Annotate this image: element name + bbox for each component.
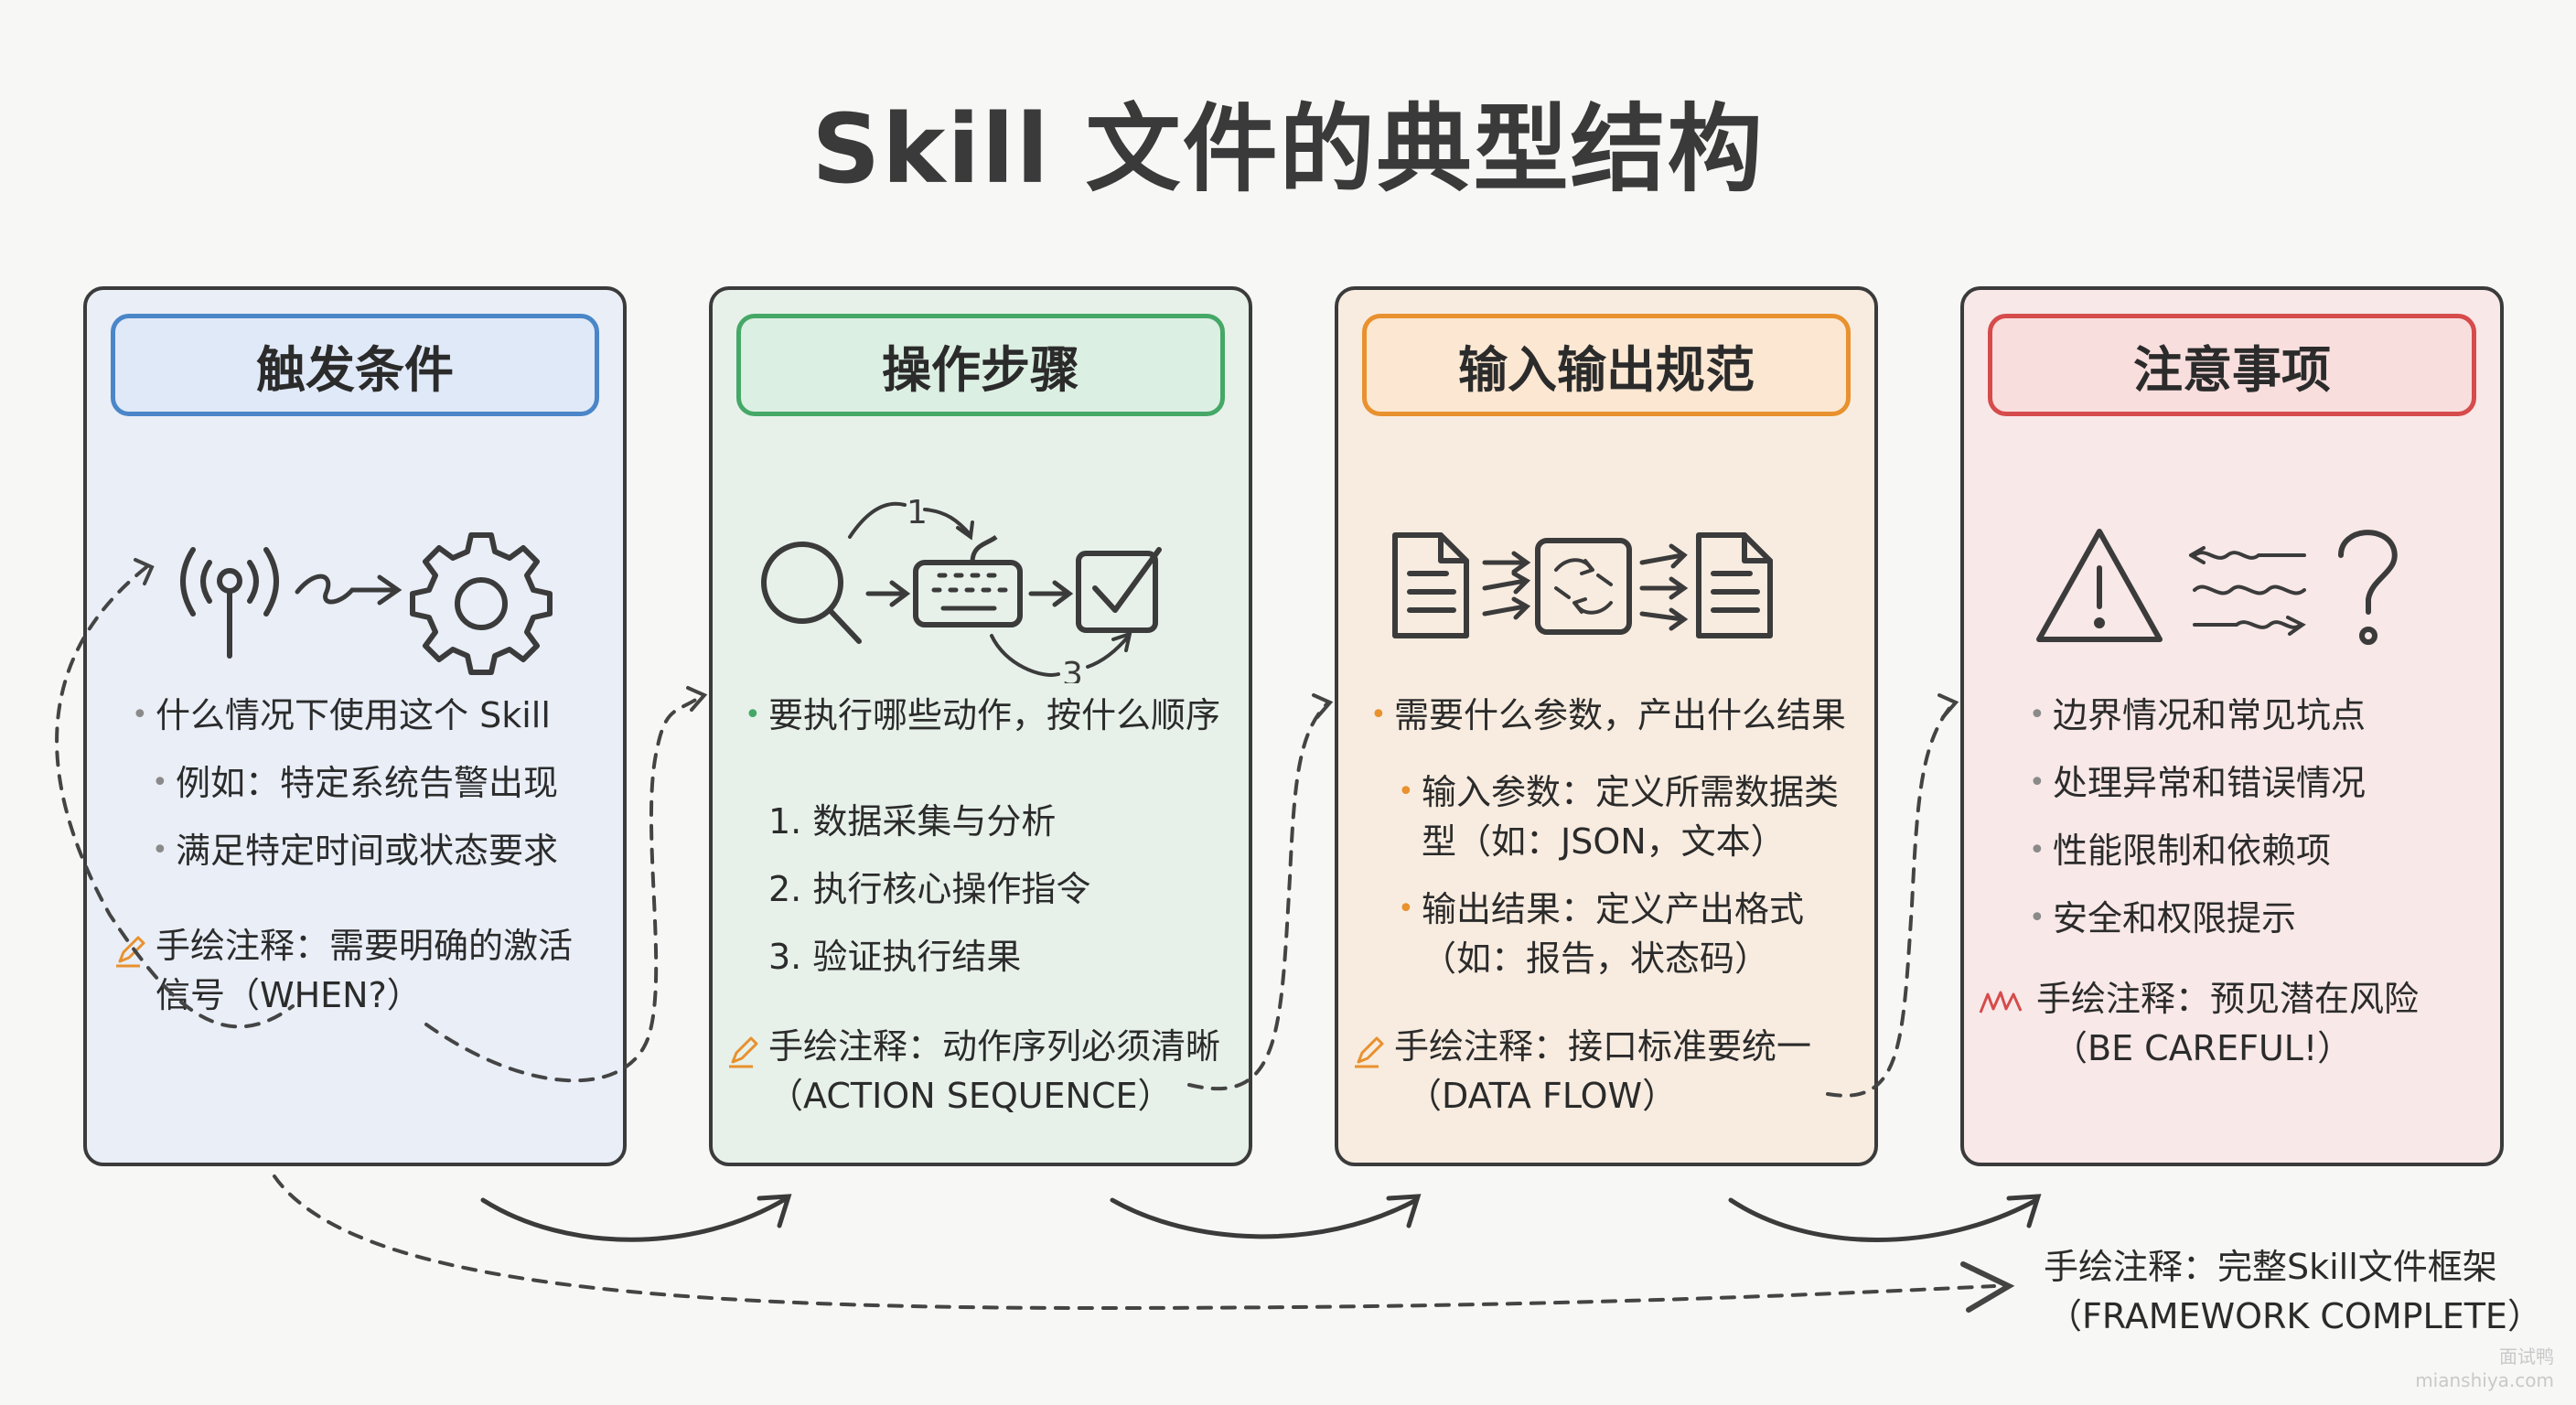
bullet-item: 处理异常和错误情况 [2029,762,2366,804]
checkbox-icon [1076,547,1162,633]
note-text: 信号（WHEN?） [156,975,422,1015]
step-label: 3 [1062,656,1083,683]
signal-icon [180,547,279,659]
flow-arrow [1110,1197,1419,1239]
dashed-connector [273,1174,1996,1311]
pencil-icon [1355,1036,1384,1068]
card-icons [87,455,630,683]
curly-arrow-icon [295,574,402,606]
bullet-item: 性能限制和依赖项 [2029,830,2331,872]
bullet-continuation: 型（如：JSON，文本） [1422,821,1786,862]
warning-icon [2036,529,2163,642]
document-icon [1392,532,1469,638]
card-cautions: 注意事项 边界情 [1960,286,2504,1166]
bullet-item: 安全和权限提示 [2029,897,2296,939]
bullet-item: 边界情况和常见坑点 [2029,694,2366,736]
card-heading: 操作步骤 [736,314,1225,416]
card-io-spec: 输入输出规范 [1335,286,1878,1166]
flow-arrow [480,1196,789,1242]
bullet-continuation: （如：报告，状态码） [1422,938,1770,979]
bullet-item: 输入参数：定义所需数据类 [1398,771,1839,813]
search-icon [761,542,862,644]
footer-note: 手绘注释：完整Skill文件框架 [2044,1247,2497,1287]
gear-icon [410,532,553,675]
note-text: 手绘注释：接口标准要统一 [1394,1026,1812,1067]
flow-arrow [2006,1194,2042,1228]
arrows-icon [1482,551,1531,620]
note-text: 手绘注释：动作序列必须清晰 [768,1026,1221,1067]
step-item: 3. 验证执行结果 [768,937,1022,977]
bullet-item: 什么情况下使用这个 Skill [132,694,551,736]
arrows-icon [1639,543,1689,631]
bullet-item: 需要什么参数，产出什么结果 [1370,694,1846,736]
document-icon [1696,532,1773,638]
card-heading: 触发条件 [111,314,599,416]
watermark-line: 面试鸭 [2499,1346,2554,1367]
bullet-item: 要执行哪些动作，按什么顺序 [745,694,1220,736]
arrowhead [1937,693,1959,719]
keyboard-icon [913,534,1023,627]
arrow-icon [1028,580,1074,607]
bullet-item: 满足特定时间或状态要求 [152,830,558,872]
card-trigger-conditions: 触发条件 什么情 [83,286,627,1166]
arrowhead [686,686,708,712]
card-operation-steps: 操作步骤 [709,286,1252,1166]
pencil-icon [729,1036,758,1068]
card-icons [1338,455,1882,683]
flow-arrow [757,1194,792,1228]
page-title: Skill 文件的典型结构 [811,93,1765,205]
card-icons [1964,455,2507,683]
curved-arrow-icon [848,501,1132,677]
arrowhead [1960,1261,2015,1313]
question-icon [2338,530,2398,645]
flow-arrow [1728,1197,2039,1242]
arrowhead [1312,693,1334,719]
note-text: （BE CAREFUL!） [2053,1028,2353,1068]
step-item: 1. 数据采集与分析 [768,801,1057,842]
arrow-icon [865,580,911,607]
note-text: 手绘注释：需要明确的激活 [156,926,574,966]
bullet-item: 例如：特定系统告警出现 [152,762,558,804]
step-item: 2. 执行核心操作指令 [768,869,1091,909]
card-heading: 注意事项 [1988,314,2476,416]
note-text: （DATA FLOW） [1407,1076,1678,1116]
watermark: 面试鸭 mianshiya.com [2415,1345,2554,1392]
transform-icon [1535,538,1632,635]
note-text: （ACTION SEQUENCE） [768,1076,1173,1116]
card-heading: 输入输出规范 [1362,314,1851,416]
flow-arrow [1386,1194,1422,1228]
wavy-lines-icon [2189,546,2306,636]
card-icons: 1 3 [713,455,1256,693]
step-label: 1 [907,494,928,531]
footer-note: （FRAMEWORK COMPLETE） [2047,1296,2542,1336]
pencil-icon [116,936,145,968]
note-text: 手绘注释：预见潜在风险 [2036,979,2420,1019]
bullet-item: 输出结果：定义产出格式 [1398,888,1804,930]
scribble-icon [1979,991,2023,1014]
watermark-line: mianshiya.com [2415,1369,2554,1391]
